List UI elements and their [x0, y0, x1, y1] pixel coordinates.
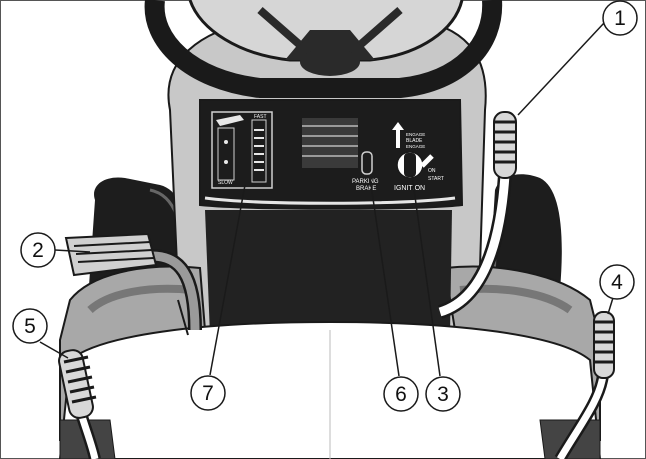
- parking-brake-label-1: PARKING: [352, 179, 379, 185]
- gauge-slow-label: SLOW: [218, 180, 233, 186]
- callout-4: 4: [600, 265, 634, 299]
- callout-1-number: 1: [614, 7, 626, 30]
- callout-5: 5: [13, 309, 47, 343]
- gauge-fast-label: FAST: [254, 114, 267, 120]
- callout-4-number: 4: [611, 271, 623, 294]
- callout-6: 6: [384, 377, 418, 411]
- callout-1: 1: [603, 1, 637, 35]
- callout-3-number: 3: [437, 383, 449, 406]
- ignition-label: IGNITION: [394, 185, 425, 192]
- ignition-start-label: START: [428, 176, 444, 182]
- ignition-on-label: ON: [428, 168, 436, 174]
- callout-3: 3: [426, 377, 460, 411]
- fuel-gauge: FAST SLOW: [212, 112, 272, 188]
- ignition-opt3-label: ENGAGE: [406, 144, 425, 149]
- ignition-opt1-label: ENGAGE: [406, 132, 425, 137]
- callout-7-number: 7: [202, 382, 214, 405]
- callout-5-number: 5: [24, 315, 36, 338]
- callout-2: 2: [21, 233, 55, 267]
- callout-7: 7: [191, 376, 225, 410]
- callout-2-number: 2: [32, 239, 44, 262]
- callout-6-number: 6: [395, 383, 407, 406]
- parking-brake-label-2: BRAKE: [356, 186, 376, 192]
